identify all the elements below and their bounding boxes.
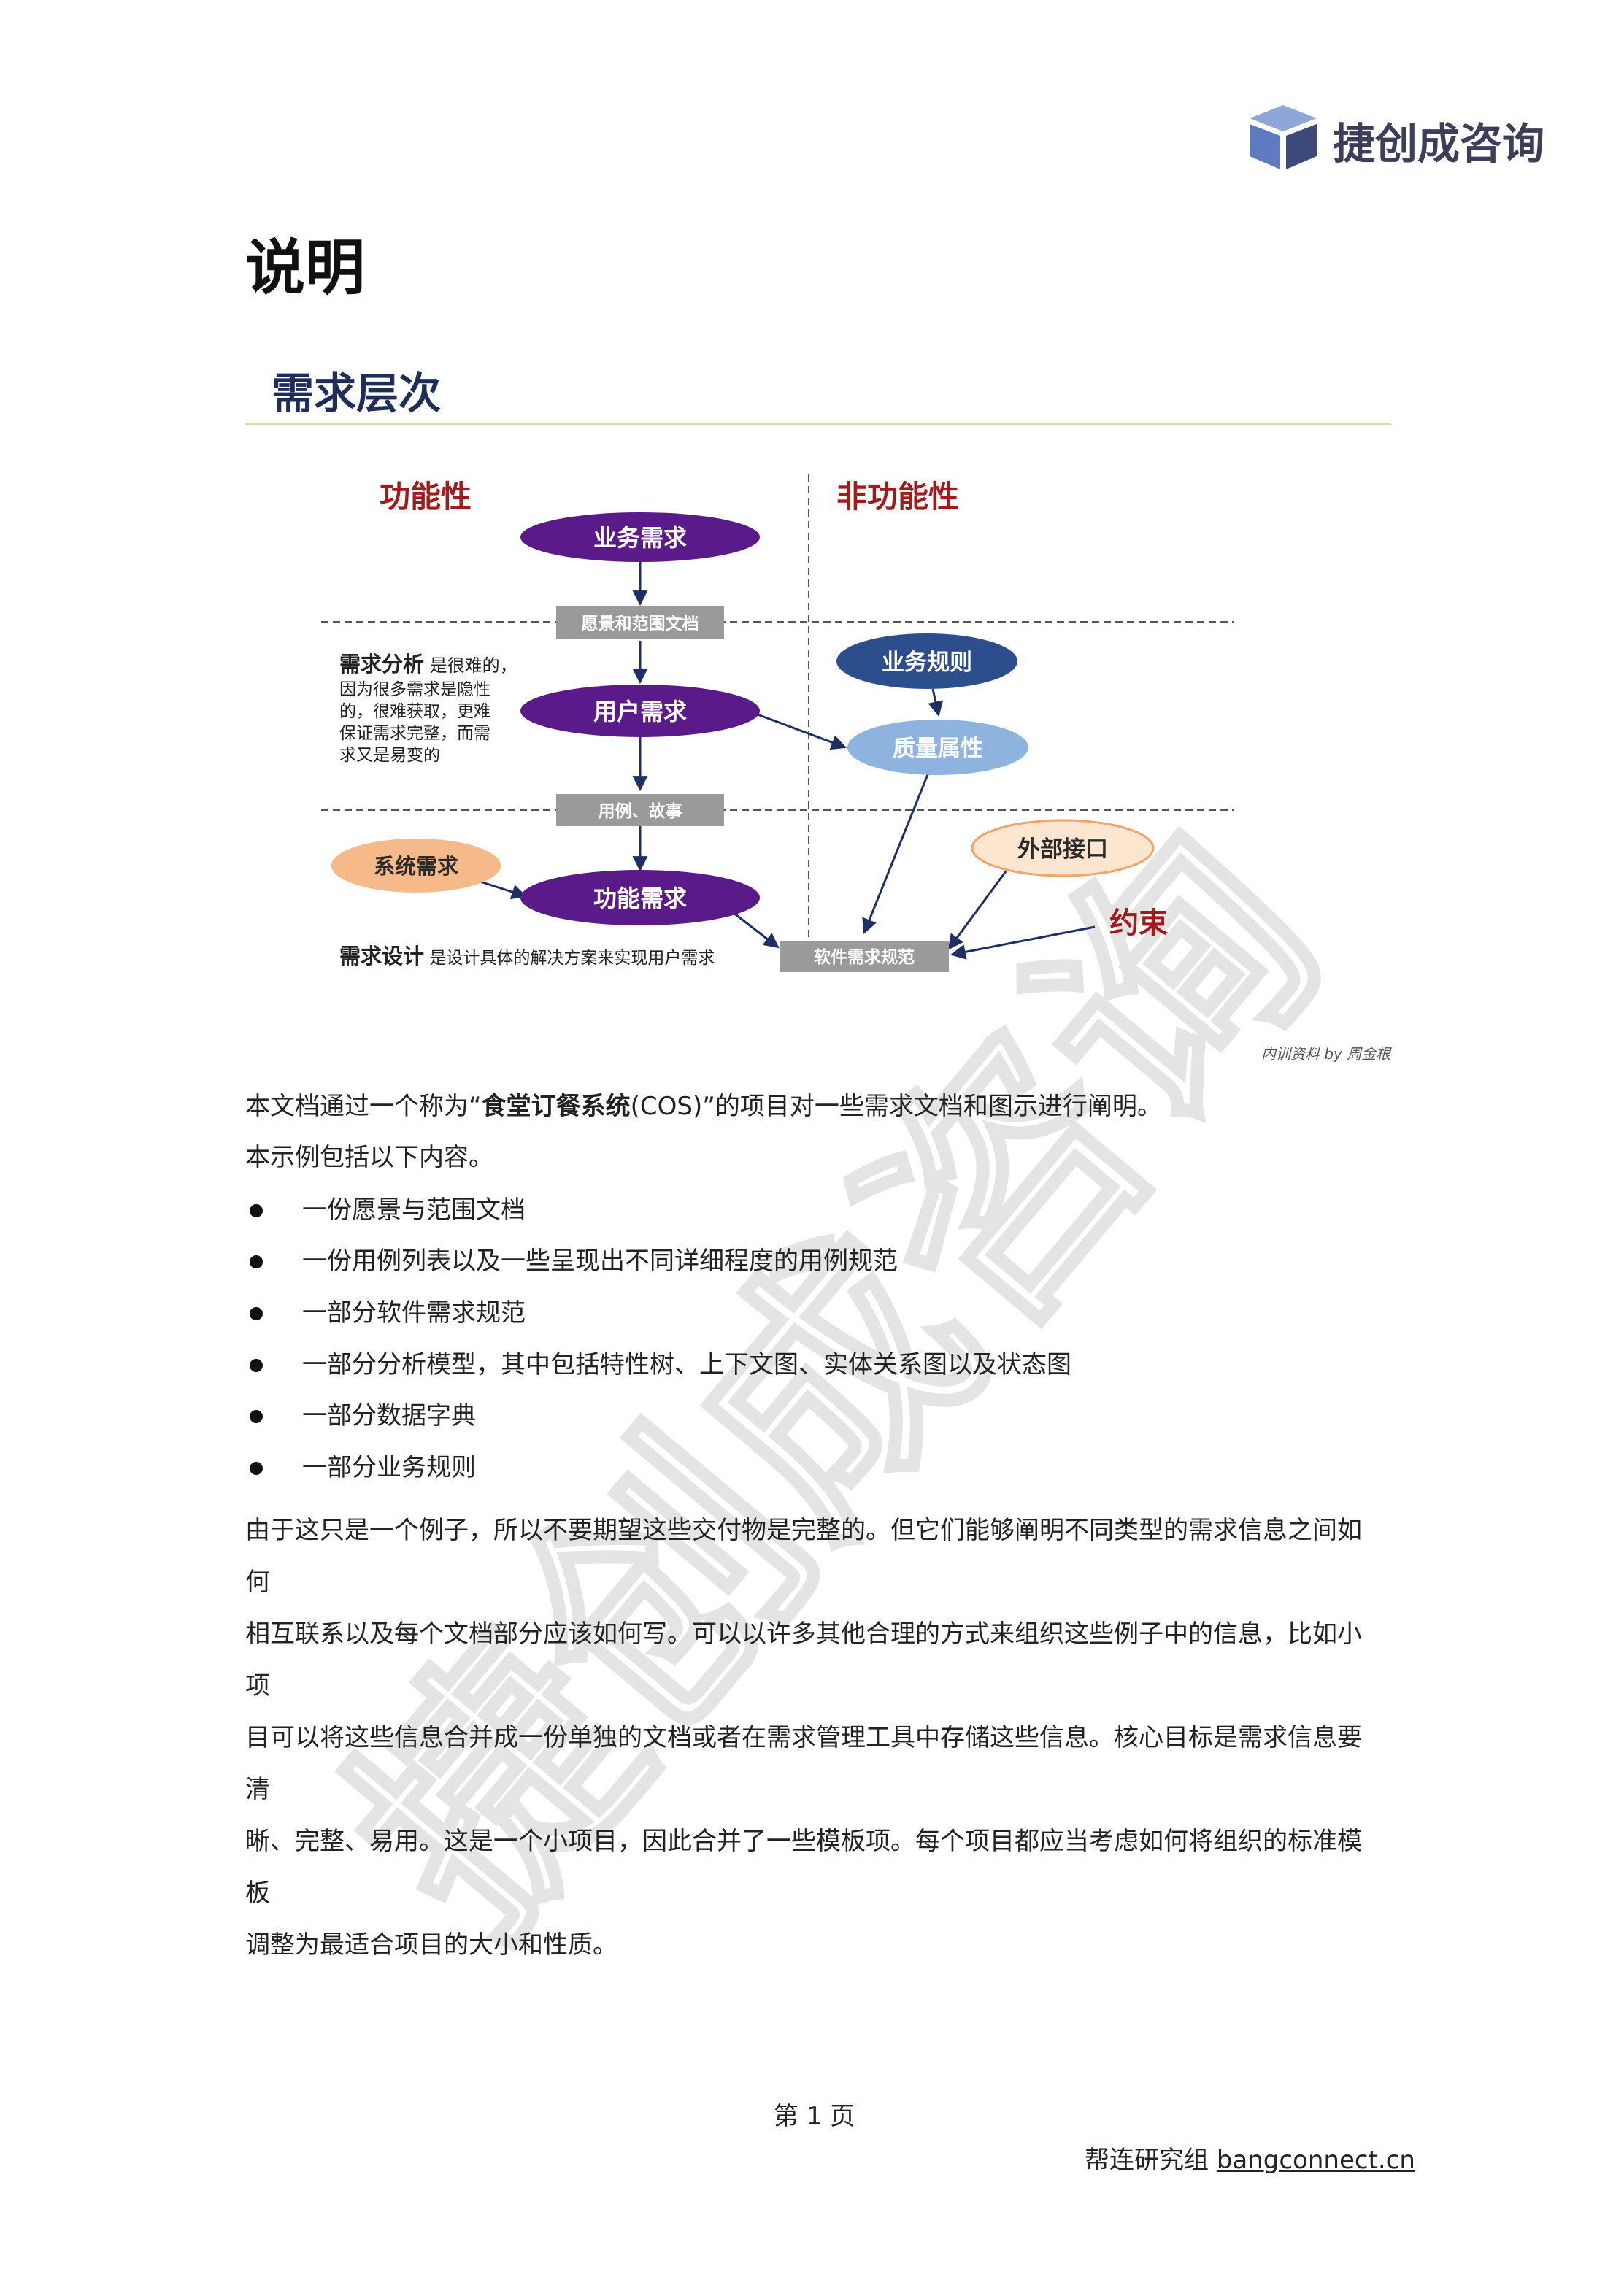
requirements-diagram: 功能性 非功能性 业务需求 愿景和范围文档 需求分析 是很难的， 因为很多需求是…	[321, 474, 1234, 972]
bullet-item: 一部分业务规则	[302, 1453, 476, 1482]
page-number-value: 1	[806, 2102, 823, 2131]
node-system-req-label: 系统需求	[374, 854, 458, 879]
arrow-system-to-functional	[480, 880, 527, 900]
cube-logo-icon	[1250, 105, 1317, 169]
box-vision-doc-label: 愿景和范围文档	[582, 614, 699, 633]
paragraph-line: 调整为最适合项目的大小和性质。	[245, 1930, 617, 1960]
intro-line-1-bold: 食堂订餐系统	[481, 1092, 631, 1121]
paragraph-line: 晰、完整、易用。这是一个小项目，因此合并了一些模板项。每个项目都应当考虑如何将组…	[245, 1827, 1362, 1908]
bullet-item: 一部分数据字典	[302, 1401, 476, 1430]
node-user-req	[520, 685, 760, 737]
node-business-rules	[836, 633, 1017, 689]
arrow-user-to-quality	[751, 711, 847, 750]
bullet-item: 一部分分析模型，其中包括特性树、上下文图、实体关系图以及状态图	[302, 1350, 1071, 1379]
footer-credit: 帮连研究组 bangconnect.cn	[1085, 2140, 1415, 2176]
node-external-iface	[971, 819, 1155, 877]
node-quality-attr	[847, 720, 1028, 775]
page-number-suffix: 页	[830, 2102, 855, 2131]
bullet-dot	[250, 1255, 263, 1268]
diagram-credit: 内训资料 by 周金根	[1261, 1045, 1391, 1063]
brand-logo: 捷创成咨询	[1247, 102, 1544, 172]
bullet-dot	[250, 1410, 263, 1423]
note-design-rest: 是设计具体的解决方案来实现用户需求	[424, 949, 715, 968]
node-business-rules-label: 业务规则	[882, 650, 972, 676]
node-business-req-label: 业务需求	[593, 524, 687, 552]
intro-line-1-pre: 本文档通过一个称为“	[245, 1092, 482, 1121]
paragraph-line: 相互联系以及每个文档部分应该如何写。可以以许多其他合理的方式来组织这些例子中的信…	[245, 1619, 1362, 1700]
page-number: 第 1 页	[774, 2096, 855, 2132]
box-srs-label: 软件需求规范	[814, 947, 915, 967]
section-divider	[245, 423, 1391, 425]
intro-line-2: 本示例包括以下内容。	[245, 1143, 493, 1172]
paragraph-line: 由于这只是一个例子，所以不要期望这些交付物是完整的。但它们能够阐明不同类型的需求…	[245, 1516, 1362, 1597]
node-quality-attr-label: 质量属性	[893, 736, 983, 762]
note-analysis-rest: 是很难的，	[424, 655, 517, 676]
bullet-item: 一份愿景与范围文档	[302, 1195, 526, 1225]
bullet-dot	[250, 1462, 263, 1475]
node-functional-req-label: 功能需求	[593, 885, 687, 912]
bullet-dot	[250, 1204, 263, 1217]
section-title: 需求层次	[272, 369, 442, 418]
bullet-item: 一部分软件需求规范	[302, 1298, 526, 1328]
note-analysis-line5: 求又是易变的	[339, 746, 440, 765]
box-use-cases	[556, 794, 724, 826]
node-functional-req	[520, 870, 760, 925]
note-analysis-line1: 需求分析 是很难的，	[339, 652, 517, 677]
box-use-cases-label: 用例、故事	[599, 802, 682, 821]
arrow-constraints-to-srs	[950, 925, 1096, 960]
node-external-iface-label: 外部接口	[1017, 836, 1108, 863]
bullet-dot	[250, 1359, 263, 1372]
note-analysis-bold: 需求分析	[339, 652, 424, 677]
node-user-req-label: 用户需求	[593, 698, 687, 725]
intro-line-1: 本文档通过一个称为“食堂订餐系统(COS)”的项目对一些需求文档和图示进行阐明。	[245, 1086, 1162, 1122]
arrow-quality-to-srs	[862, 761, 934, 934]
note-analysis-line2: 因为很多需求是隐性	[339, 680, 490, 699]
paragraph-line: 目可以将这些信息合并成一份单独的文档或者在需求管理工具中存储这些信息。核心目标是…	[245, 1723, 1362, 1804]
arrow-rules-to-quality	[928, 688, 944, 717]
brand-name: 捷创成咨询	[1333, 119, 1545, 169]
page-title: 说明	[245, 234, 366, 303]
bullet-item: 一份用例列表以及一些呈现出不同详细程度的用例规范	[302, 1247, 898, 1276]
node-business-req	[520, 512, 760, 562]
footer-link[interactable]: bangconnect.cn	[1216, 2146, 1415, 2175]
arrow-external-to-srs	[947, 871, 1007, 950]
bullet-dot	[250, 1307, 263, 1320]
note-analysis-line3: 的，很难获取，更难	[339, 702, 490, 721]
footer-org-name: 帮连研究组	[1085, 2146, 1209, 2175]
node-system-req	[331, 839, 501, 893]
body-paragraph: 由于这只是一个例子，所以不要期望这些交付物是完整的。但它们能够阐明不同类型的需求…	[245, 1505, 1384, 1971]
note-design: 需求设计 是设计具体的解决方案来实现用户需求	[339, 944, 715, 968]
box-vision-doc	[556, 606, 724, 639]
intro-line-1-post: (COS)”的项目对一些需求文档和图示进行阐明。	[630, 1092, 1162, 1121]
page-number-prefix: 第	[774, 2102, 798, 2131]
arrow-functional-to-srs	[726, 906, 780, 949]
label-functional: 功能性	[380, 479, 472, 515]
box-srs	[780, 941, 949, 972]
note-analysis-line4: 保证需求完整，而需	[339, 724, 490, 743]
label-nonfunctional: 非功能性	[836, 479, 959, 515]
note-design-bold: 需求设计	[339, 944, 424, 968]
label-constraints: 约束	[1109, 906, 1168, 940]
